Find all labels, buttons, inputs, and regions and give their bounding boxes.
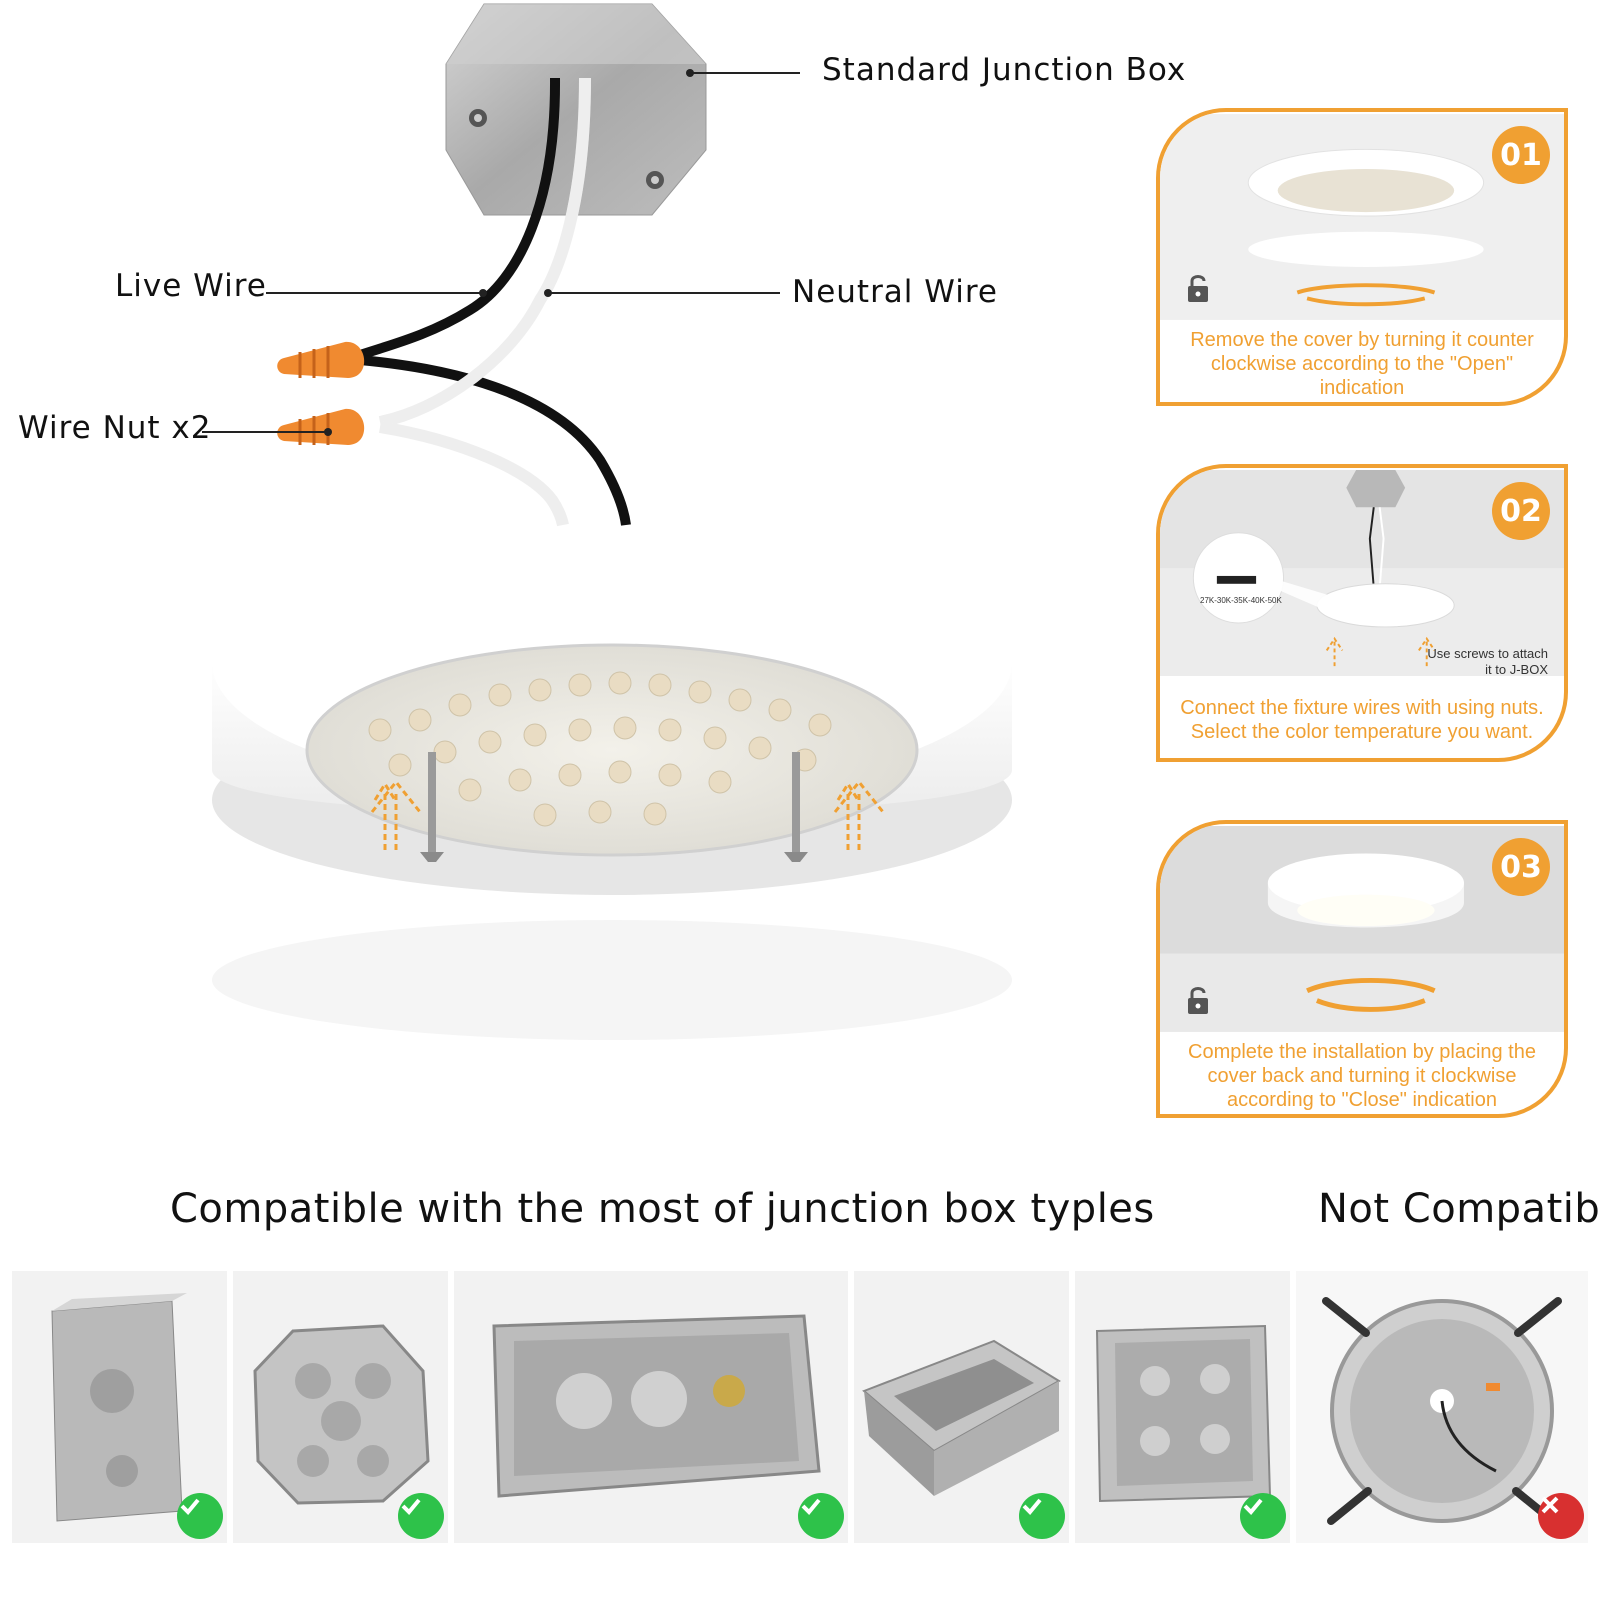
step-card-02: 27K-30K-35K-40K-50K Use screws to attach… xyxy=(1156,464,1568,762)
color-temperature-switch-label: 27K-30K-35K-40K-50K xyxy=(1200,596,1282,605)
cross-icon xyxy=(1538,1493,1584,1539)
fixture-exploded-diagram xyxy=(202,3,1012,1040)
step-number-badge: 03 xyxy=(1492,838,1550,896)
compatible-heading: Compatible with the most of junction box… xyxy=(170,1186,1155,1232)
step-card-03: 03 Complete the installation by placing … xyxy=(1156,820,1568,1118)
step-caption: Remove the cover by turning it counter c… xyxy=(1190,329,1534,399)
neutral-wire-label: Neutral Wire xyxy=(792,274,998,310)
step-caption: Complete the installation by placing the… xyxy=(1188,1041,1536,1111)
octagon-box-image xyxy=(253,1324,430,1505)
recessed-can-tile xyxy=(1296,1271,1588,1543)
handy-box-image xyxy=(492,1314,821,1498)
junction-box-tile xyxy=(1075,1271,1290,1543)
fixture-body xyxy=(212,527,1012,895)
check-icon xyxy=(1240,1493,1286,1539)
neutral-wire xyxy=(378,77,591,428)
square-box-image xyxy=(1095,1324,1272,1503)
shallow-box-image xyxy=(862,1339,1061,1496)
fixture-cover xyxy=(212,920,1012,1040)
step-note: Use screws to attach it to J-BOX xyxy=(1427,646,1548,677)
junction-box-tile xyxy=(233,1271,448,1543)
check-icon xyxy=(398,1493,444,1539)
step-caption: Connect the fixture wires with using nut… xyxy=(1180,697,1544,743)
wire-nut-icon xyxy=(277,341,365,378)
check-icon xyxy=(177,1493,223,1539)
junction-box-tile xyxy=(12,1271,227,1543)
step-card-01: 01 Remove the cover by turning it counte… xyxy=(1156,108,1568,406)
lock-icon xyxy=(1188,275,1208,302)
wire-nut-label: Wire Nut x2 xyxy=(18,410,212,446)
live-wire xyxy=(358,77,561,360)
junction-box-label: Standard Junction Box xyxy=(822,52,1187,88)
check-icon xyxy=(1019,1493,1065,1539)
junction-box xyxy=(445,3,707,216)
junction-box-tile xyxy=(454,1271,848,1543)
rectangular-box-image xyxy=(51,1293,187,1522)
lock-icon xyxy=(1188,987,1208,1014)
check-icon xyxy=(798,1493,844,1539)
live-wire-label: Live Wire xyxy=(115,268,267,304)
step-number-badge: 02 xyxy=(1492,482,1550,540)
wire-nut-icon xyxy=(277,408,365,445)
junction-box-tile xyxy=(854,1271,1069,1543)
not-compatible-heading: Not Compatible xyxy=(1318,1186,1600,1232)
step-number-badge: 01 xyxy=(1492,126,1550,184)
